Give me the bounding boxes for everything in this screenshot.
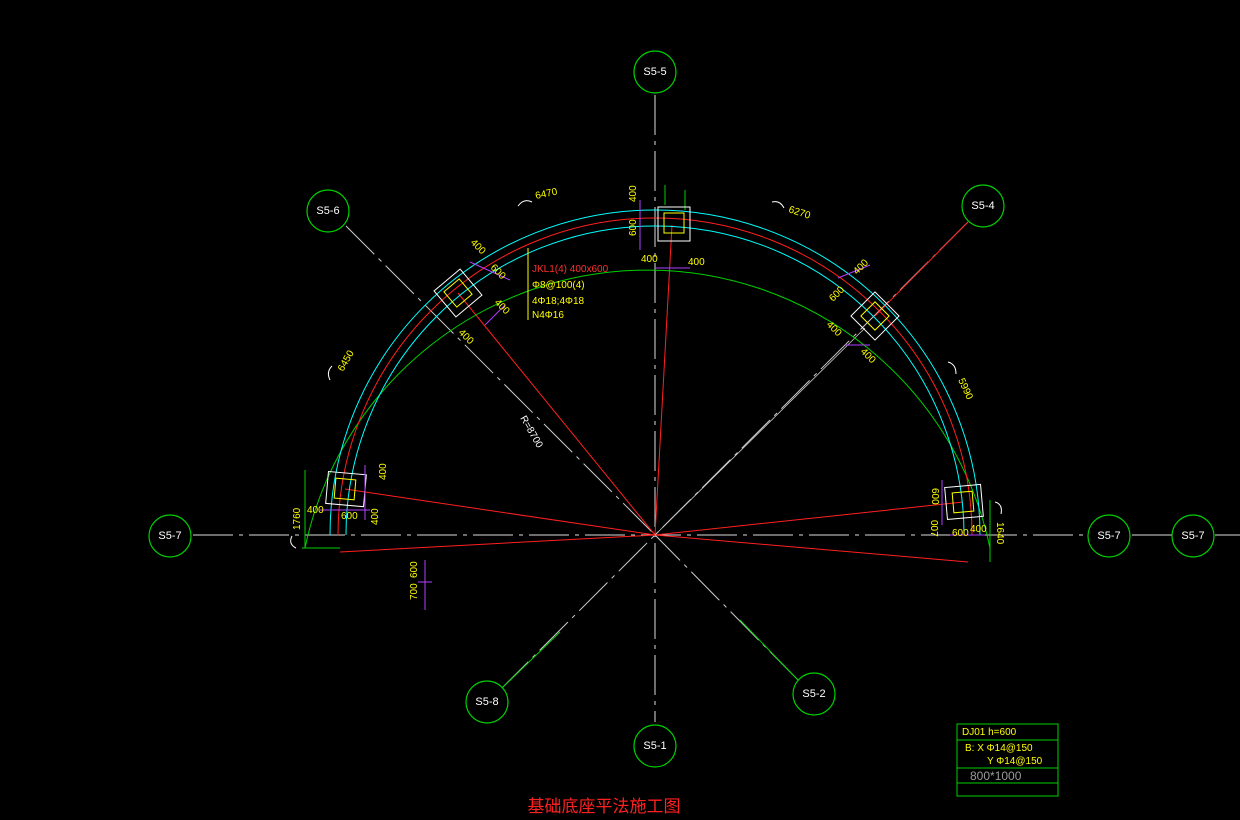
grid-label-s5-7-left: S5-7 xyxy=(158,530,181,542)
axis-s5-6 xyxy=(345,225,656,536)
arc-dim-1640: 1640 xyxy=(994,522,1005,545)
dim-lu-400a: 400 xyxy=(468,237,488,257)
outer-arc xyxy=(304,269,991,549)
axis-s5-8 xyxy=(499,534,656,691)
drawing-title: 基础底座平法施工图 xyxy=(528,797,681,817)
grid-label-s5-6: S5-6 xyxy=(316,205,339,217)
grid-label-s5-2: S5-2 xyxy=(802,688,825,700)
dim-ll-600: 600 xyxy=(341,511,358,522)
beam-note-line-2: Φ8@100(4) xyxy=(532,280,585,291)
foundation-legend: DJ01 h=600 B: X Φ14@150 Y Φ14@150 800*10… xyxy=(956,723,1059,797)
dim-ll-400b: 400 xyxy=(307,505,324,516)
dim-top-600: 600 xyxy=(628,219,639,236)
purple-dims xyxy=(320,200,985,610)
beam-note-line-3: 4Φ18;4Φ18 xyxy=(532,296,585,307)
grid-label-s5-4: S5-4 xyxy=(971,200,994,212)
grid-bubble-s5-7-left[interactable] xyxy=(148,514,192,558)
dim-ru-400b: 400 xyxy=(824,319,844,339)
dim-lu-400c: 400 xyxy=(456,327,476,347)
grid-label-s5-5: S5-5 xyxy=(643,66,666,78)
beam-note-line-4: N4Φ16 xyxy=(532,310,564,321)
pile-cap-top xyxy=(657,206,691,242)
dim-rl-600b: 600 xyxy=(952,528,969,539)
dim-rl-007: 007 xyxy=(928,520,939,537)
ring-arcs xyxy=(304,209,991,549)
dim-ext-lines xyxy=(302,185,991,562)
axis-s5-4-red xyxy=(874,221,969,317)
grid-labels: S5-5 S5-6 S5-4 S5-7 S5-7 S5-7 S5-8 S5-2 … xyxy=(158,66,1204,752)
cyan-inner-arc xyxy=(345,225,965,536)
grid-label-s5-7-mid: S5-7 xyxy=(1097,530,1120,542)
dim-ru-400c: 400 xyxy=(858,346,878,366)
grid-label-s5-8: S5-8 xyxy=(475,696,498,708)
arc-dim-6470: 6470 xyxy=(534,186,558,201)
grid-bubble-s5-1[interactable] xyxy=(633,724,677,768)
grid-label-s5-1: S5-1 xyxy=(643,740,666,752)
dim-top-400b: 400 xyxy=(641,254,658,265)
arc-dim-6450: 6450 xyxy=(336,348,357,373)
legend-line-2: B: X Φ14@150 xyxy=(965,743,1033,754)
grid-bubbles xyxy=(148,50,1215,768)
grid-bubble-s5-6[interactable] xyxy=(306,189,350,233)
beam-note-line-1: JKL1(4) 400x600 xyxy=(532,264,609,275)
grid-bubble-s5-8[interactable] xyxy=(465,680,509,724)
pile-dim-labels: 400 600 400 400 400 600 400 400 400 600 … xyxy=(307,185,987,600)
dim-top-400c: 400 xyxy=(688,257,705,268)
grid-bubble-s5-5[interactable] xyxy=(633,50,677,94)
arc-dim-6270: 6270 xyxy=(787,204,812,221)
pile-cap-right-upper xyxy=(850,291,900,341)
legend-line-3: Y Φ14@150 xyxy=(987,756,1043,767)
legend-line-1: DJ01 h=600 xyxy=(962,727,1017,738)
arc-dim-1760: 1760 xyxy=(292,507,303,530)
dim-bottom-700: 700 xyxy=(409,583,420,600)
dim-ru-600: 600 xyxy=(827,284,847,304)
cyan-outer-arc xyxy=(329,209,981,536)
axis-s5-2-green xyxy=(739,619,799,681)
grid-bubble-s5-4[interactable] xyxy=(961,184,1005,228)
arc-dim-5990: 5990 xyxy=(955,377,975,402)
grid-bubble-s5-7-mid[interactable] xyxy=(1087,514,1131,558)
axis-s5-8-green xyxy=(499,631,561,691)
radial-beams xyxy=(339,224,969,563)
dim-ru-400a: 400 xyxy=(851,257,871,277)
pile-cap-right-lower xyxy=(944,483,984,520)
pile-cap-left-upper xyxy=(433,268,483,318)
dim-ll-400c: 400 xyxy=(370,508,381,525)
axis-lines xyxy=(193,95,1088,722)
dim-lu-400b: 400 xyxy=(492,297,512,317)
radius-label: R=8700 xyxy=(517,414,544,450)
dim-bottom-600: 600 xyxy=(409,561,420,578)
arc-dim-symbols xyxy=(290,200,1002,549)
red-arc xyxy=(337,217,973,536)
legend-line-4: 800*1000 xyxy=(970,769,1022,783)
dim-top-400a: 400 xyxy=(628,185,639,202)
diag-white-1 xyxy=(654,327,866,536)
beam-annotation: JKL1(4) 400x600 Φ8@100(4) 4Φ18;4Φ18 N4Φ1… xyxy=(532,264,609,321)
dim-ll-400a: 400 xyxy=(378,463,389,480)
grid-bubble-s5-2[interactable] xyxy=(792,672,836,716)
dim-rl-400: 400 xyxy=(970,524,987,535)
arc-dim-labels: 6470 6270 6450 5990 1760 1640 xyxy=(292,186,1005,544)
grid-label-s5-7-right: S5-7 xyxy=(1181,530,1204,542)
dim-rl-600a: 600 xyxy=(929,488,940,505)
grid-bubble-s5-7-right[interactable] xyxy=(1171,514,1215,558)
